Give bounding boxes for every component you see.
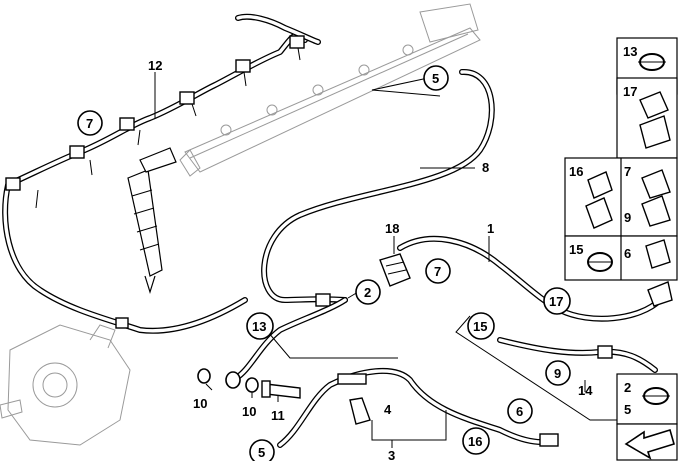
panel-label-7: 7 (624, 164, 631, 179)
callout-ring (467, 312, 495, 340)
callout-ring (425, 258, 451, 284)
high-pressure-pump (0, 324, 131, 446)
fuel-supply-line-3 (277, 367, 559, 448)
callout-3: 3 (388, 448, 395, 461)
fuel-hose-8 (261, 68, 495, 307)
leak-off-line-harness (2, 13, 321, 334)
callout-ring (543, 287, 571, 315)
callout-ring (355, 279, 381, 305)
parts-panel: 13 17 16 7 9 15 6 2 5 (564, 37, 678, 461)
hose-clamp-icon (587, 252, 613, 272)
panel-label-5: 5 (624, 402, 631, 417)
fuel-pipe-13 (233, 297, 348, 381)
hose-clamp-icon (638, 53, 666, 71)
callout-1: 1 (487, 221, 494, 236)
small-parts (197, 253, 411, 425)
clip-icon (639, 91, 671, 149)
callout-16: 16 (468, 434, 482, 449)
callout-11: 11 (271, 408, 285, 423)
hose-clamp-icon (642, 387, 670, 405)
callout-ring (77, 110, 103, 136)
panel-label-6: 6 (624, 246, 631, 261)
callout-10b: 10 (242, 404, 256, 419)
callout-15: 15 (473, 319, 487, 334)
panel-label-16: 16 (569, 164, 583, 179)
callout-ring (507, 398, 533, 424)
fuel-rail (179, 3, 481, 177)
callout-7b: 7 (434, 264, 441, 279)
fuel-hose-14 (497, 337, 658, 373)
fuel-injector (127, 147, 177, 295)
callout-ring (462, 427, 490, 455)
callout-8: 8 (482, 160, 489, 175)
callout-4: 4 (384, 402, 392, 417)
callout-14: 14 (578, 383, 593, 398)
panel-label-2: 2 (624, 380, 631, 395)
callout-ring (249, 439, 275, 461)
panel-label-15: 15 (569, 242, 583, 257)
callout-7a: 7 (86, 116, 93, 131)
callout-5a: 5 (432, 71, 439, 86)
callout-10a: 10 (193, 396, 207, 411)
clip-icon (645, 239, 671, 269)
callout-17: 17 (549, 294, 563, 309)
callout-18: 18 (385, 221, 399, 236)
panel-label-17: 17 (623, 84, 637, 99)
leader-lines (154, 72, 620, 448)
callout-ring (246, 312, 274, 340)
navigation-arrow-icon (624, 428, 675, 460)
clip-icon (585, 171, 613, 229)
callout-12: 12 (148, 58, 162, 73)
callout-ring (423, 65, 449, 91)
callout-2: 2 (364, 285, 371, 300)
fuel-hose-1 (397, 235, 673, 322)
panel-label-9: 9 (624, 210, 631, 225)
clip-icon (641, 169, 671, 227)
callouts: 12 7 5 8 1 18 7 2 17 13 15 9 14 10 10 11… (77, 58, 593, 461)
callout-9: 9 (554, 366, 561, 381)
callout-6: 6 (516, 404, 523, 419)
panel-label-13: 13 (623, 44, 637, 59)
callout-13: 13 (252, 319, 266, 334)
callout-5b: 5 (258, 445, 265, 460)
callout-ring (545, 360, 571, 386)
